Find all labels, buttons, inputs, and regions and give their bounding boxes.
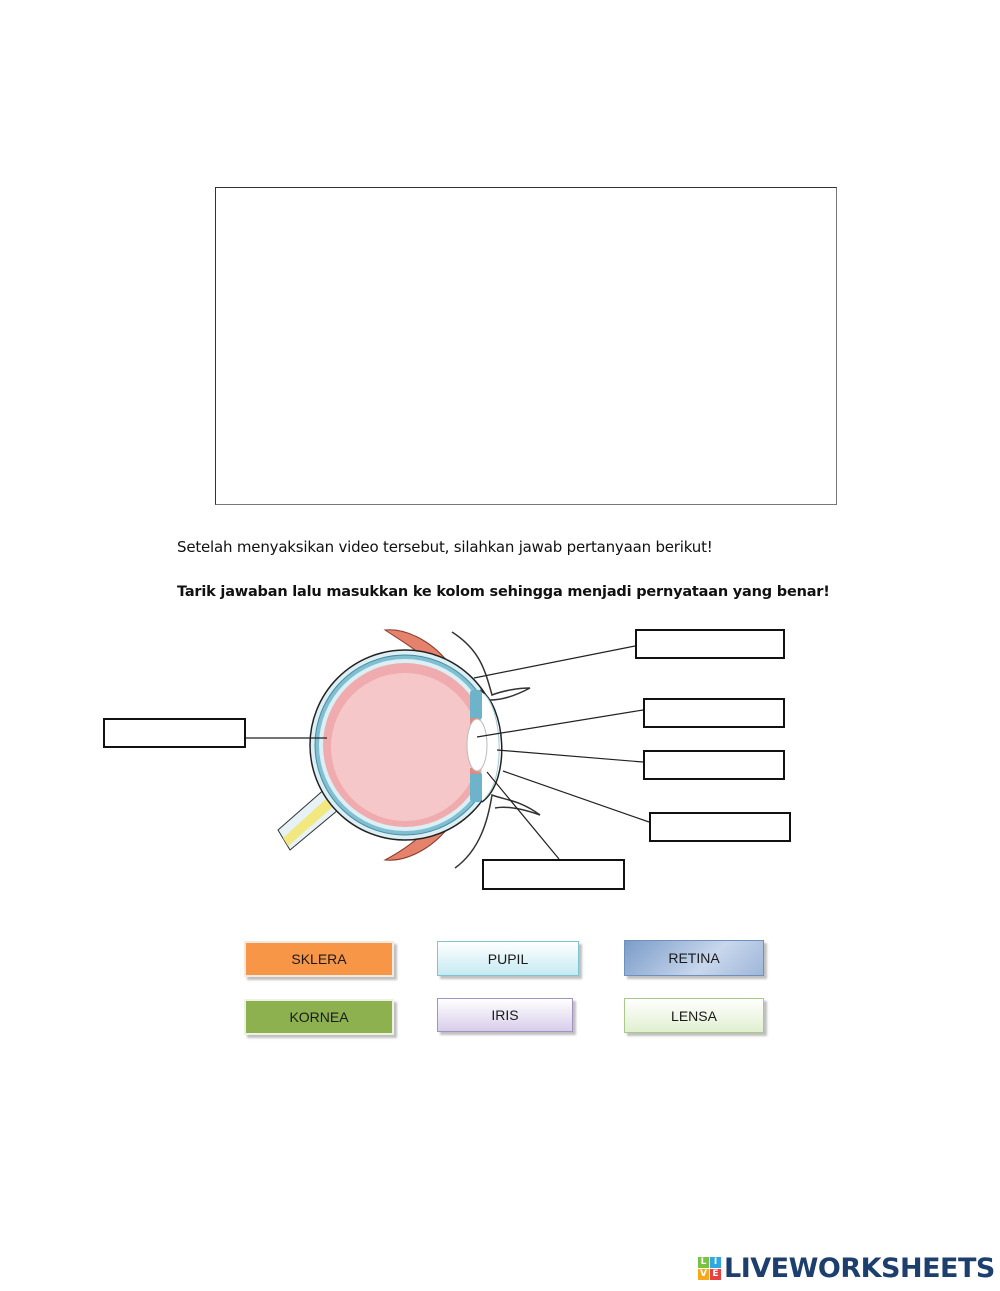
task-instruction: Tarik jawaban lalu masukkan ke kolom seh… [177, 584, 830, 600]
logo-tile: L [698, 1257, 709, 1268]
answer-chip-iris[interactable]: IRIS [437, 998, 573, 1032]
answer-chip-kornea[interactable]: KORNEA [244, 999, 394, 1035]
answer-chip-pupil[interactable]: PUPIL [437, 941, 579, 976]
logo-text: LIVEWORKSHEETS [724, 1253, 995, 1284]
drop-box-right-2[interactable] [643, 698, 785, 728]
logo-tile: V [698, 1269, 709, 1280]
answer-chip-retina[interactable]: RETINA [624, 940, 764, 976]
video-frame[interactable] [215, 187, 837, 505]
drop-box-right-1[interactable] [635, 629, 785, 659]
liveworksheets-logo: L I V E LIVEWORKSHEETS [698, 1253, 995, 1284]
drop-box-right-4[interactable] [649, 812, 791, 842]
logo-tile: I [710, 1257, 721, 1268]
logo-tile: E [710, 1269, 721, 1280]
drop-box-bottom[interactable] [482, 859, 625, 890]
drop-box-left[interactable] [103, 718, 246, 748]
eye-diagram [246, 629, 650, 869]
instruction-text: Setelah menyaksikan video tersebut, sila… [177, 538, 713, 556]
logo-tiles-icon: L I V E [698, 1257, 721, 1280]
answer-chip-lensa[interactable]: LENSA [624, 998, 764, 1033]
answer-chip-sklera[interactable]: SKLERA [244, 941, 394, 977]
drop-box-right-3[interactable] [643, 750, 785, 780]
